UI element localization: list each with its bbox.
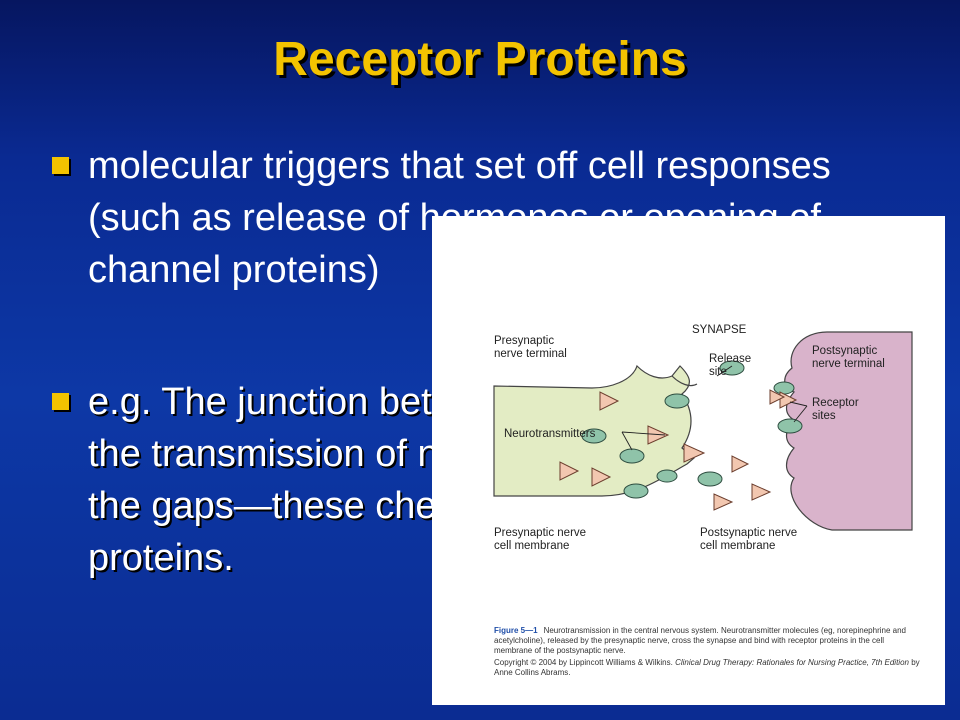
label-presynaptic-membrane-2: cell membrane [494,540,569,552]
bullet-square-icon [52,393,69,410]
vesicles [581,360,803,499]
figure-copyright: Copyright © 2004 by Lippincott Williams … [494,658,924,678]
label-postsynaptic-membrane-2: cell membrane [700,540,775,552]
label-receptor-sites: Receptor [812,397,859,409]
label-release-site: Release [709,353,751,365]
copyright-book: Clinical Drug Therapy: Rationales for Nu… [675,658,909,667]
label-synapse: SYNAPSE [692,324,747,336]
label-postsynaptic-membrane: Postsynaptic nerve [700,527,797,539]
synapse-diagram: SYNAPSE Presynaptic nerve terminal Relea… [493,324,913,552]
copyright-suffix: by Anne Collins Abrams. [494,658,920,677]
neurotransmitters [559,389,798,511]
label-presynaptic-membrane: Presynaptic nerve [494,527,586,539]
label-receptor-sites-2: sites [812,410,836,422]
figure-caption-text: Neurotransmission in the central nervous… [494,626,906,655]
label-neurotransmitters: Neurotransmitters [504,428,596,440]
label-release-site-2: site [709,366,727,378]
slide-title: Receptor Proteins [273,33,687,86]
label-postsynaptic-terminal-2: nerve terminal [812,358,885,370]
label-presynaptic-terminal: Presynaptic [494,335,554,347]
copyright-prefix: Copyright © 2004 by Lippincott Williams … [494,658,673,667]
synapse-figure: SYNAPSE Presynaptic nerve terminal Relea… [432,216,945,705]
label-postsynaptic-terminal: Postsynaptic [812,345,877,357]
label-presynaptic-terminal-2: nerve terminal [494,348,567,360]
bullet-square-icon [52,157,69,174]
figure-number: Figure 5—1 [494,626,538,635]
release-site-shape [671,375,698,387]
